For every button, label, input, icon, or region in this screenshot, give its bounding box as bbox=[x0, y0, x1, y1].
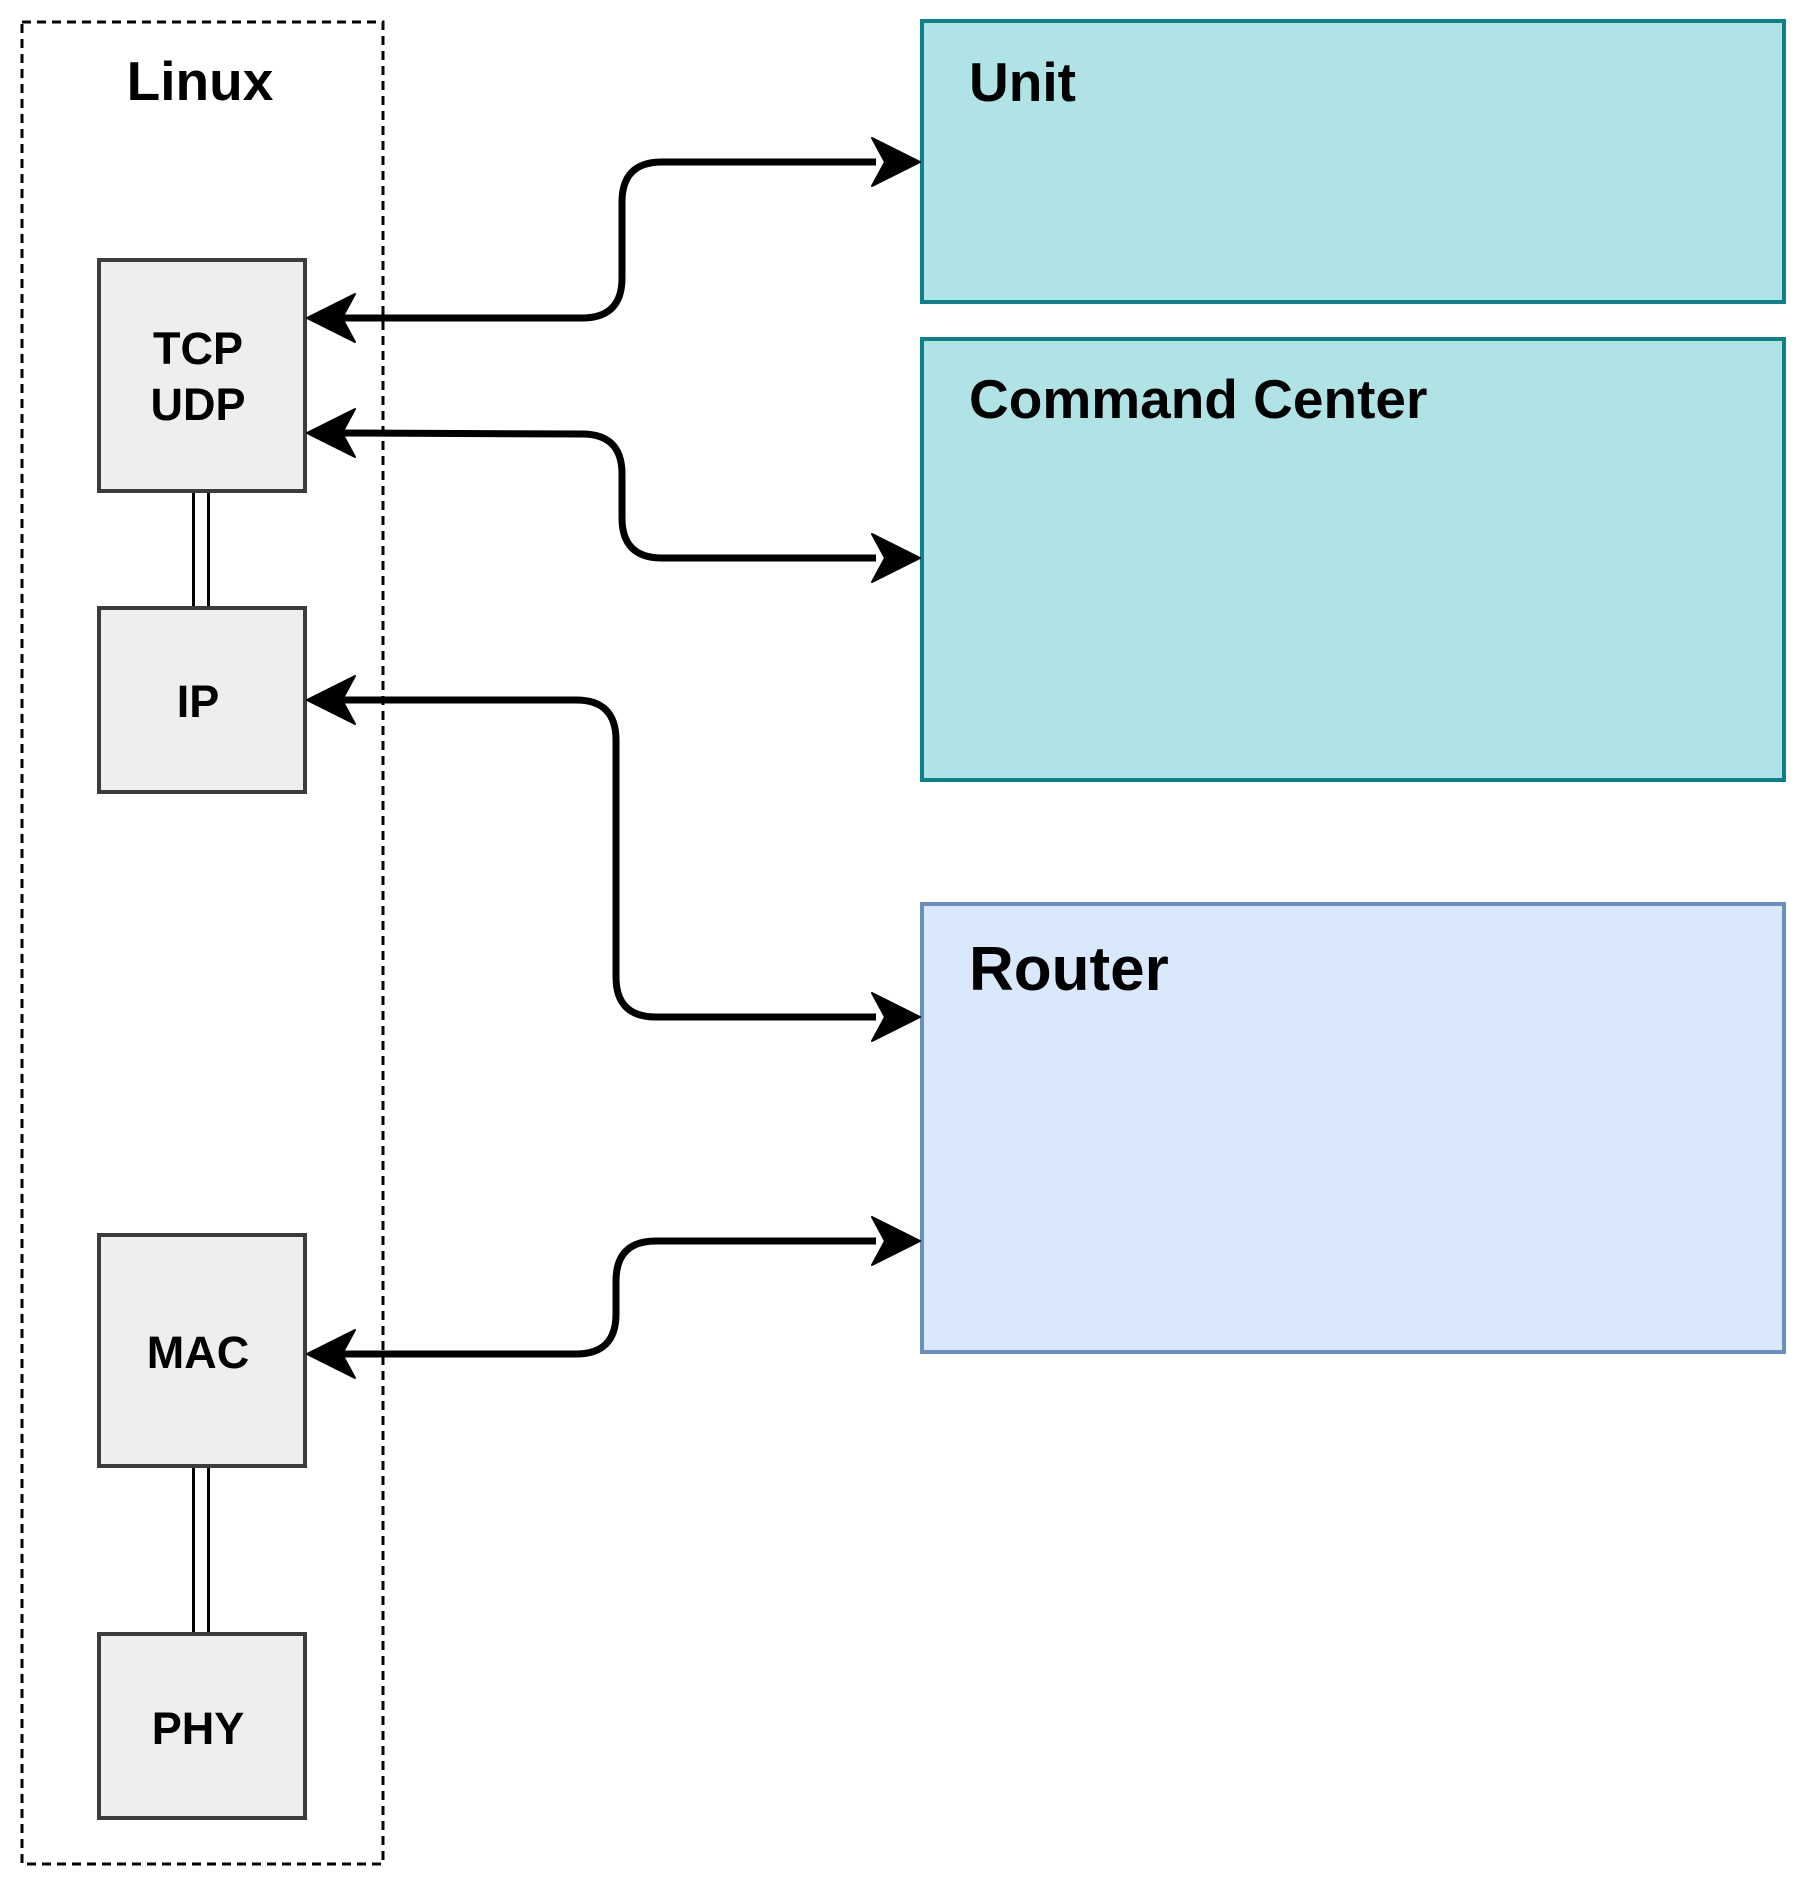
connector-mac-router bbox=[306, 1216, 921, 1379]
layer-tcp-label: TCP bbox=[153, 323, 243, 374]
panel-router: Router bbox=[920, 902, 1786, 1354]
connector-udp-command-center bbox=[306, 408, 921, 583]
layer-phy: PHY bbox=[97, 1632, 307, 1820]
panel-unit: Unit bbox=[920, 19, 1786, 304]
arrowhead-right bbox=[871, 533, 921, 583]
panel-unit-title: Unit bbox=[969, 51, 1076, 113]
arrowhead-right bbox=[871, 1216, 921, 1266]
arrowhead-left bbox=[306, 1329, 356, 1379]
layer-tcp-udp: TCP UDP bbox=[97, 258, 307, 493]
arrowhead-left bbox=[306, 293, 356, 343]
layer-phy-label: PHY bbox=[152, 1703, 245, 1754]
layer-ip: IP bbox=[97, 606, 307, 794]
layer-mac: MAC bbox=[97, 1233, 307, 1468]
layer-udp-label: UDP bbox=[150, 379, 245, 430]
panel-command-center: Command Center bbox=[920, 337, 1786, 782]
arrowhead-right bbox=[871, 992, 921, 1042]
panel-command-center-title: Command Center bbox=[969, 368, 1427, 430]
connector-tcp-unit bbox=[306, 137, 921, 343]
linux-title: Linux bbox=[127, 50, 274, 112]
panel-router-title: Router bbox=[969, 935, 1169, 1004]
arrowhead-left bbox=[306, 408, 356, 458]
layer-mac-label: MAC bbox=[147, 1327, 249, 1378]
connector-ip-router bbox=[306, 675, 921, 1042]
layer-ip-label: IP bbox=[177, 676, 220, 727]
arrowhead-left bbox=[306, 675, 356, 725]
arrowhead-right bbox=[871, 137, 921, 187]
